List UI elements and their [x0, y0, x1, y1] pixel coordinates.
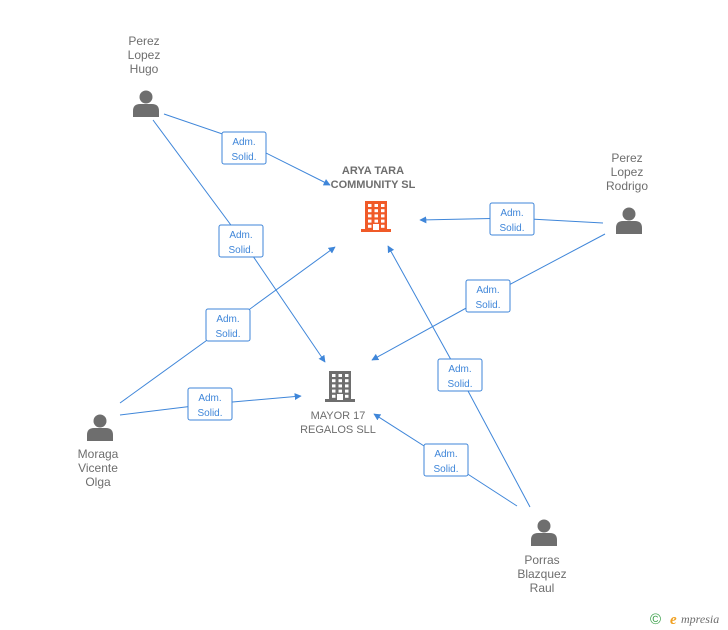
person-name-line: Perez	[128, 34, 159, 48]
role-badge[interactable]: Adm. Solid.	[205, 308, 251, 342]
person-name-line: Vicente	[78, 461, 118, 475]
role-badge-box	[187, 387, 233, 421]
person-icon	[133, 90, 159, 117]
badges-layer: Adm. Solid. Adm. Solid. Adm. Solid. Adm. Solid.…	[187, 131, 535, 477]
person-icon	[531, 519, 557, 546]
building-icon	[325, 371, 355, 402]
role-badge-text: Solid.	[197, 408, 222, 419]
brand-name: mpresia	[681, 612, 719, 626]
person-name-line: Perez	[611, 151, 642, 165]
person-name-line: Rodrigo	[606, 179, 648, 193]
role-badge-box	[489, 202, 535, 236]
role-badge[interactable]: Adm. Solid.	[187, 387, 233, 421]
role-badge[interactable]: Adm. Solid.	[218, 224, 264, 258]
role-badge-text: Solid.	[433, 464, 458, 475]
person-name-line: Blazquez	[517, 567, 566, 581]
role-badge-text: Adm.	[216, 314, 239, 325]
company-name-line: REGALOS SLL	[300, 424, 376, 436]
role-badge-text: Adm.	[448, 364, 471, 375]
role-badge[interactable]: Adm. Solid.	[489, 202, 535, 236]
role-badge[interactable]: Adm. Solid.	[465, 279, 511, 313]
role-badge-text: Adm.	[198, 393, 221, 404]
copyright-symbol: ©	[650, 611, 661, 628]
role-badge-box	[437, 358, 483, 392]
person-name-line: Lopez	[611, 165, 644, 179]
role-badge-text: Adm.	[434, 449, 457, 460]
person-icon	[87, 414, 113, 441]
person-icon	[616, 207, 642, 234]
person-name-line: Olga	[85, 475, 111, 489]
company-name-line: COMMUNITY SL	[331, 179, 416, 191]
brand-initial: e	[670, 612, 677, 628]
role-badge-text: Solid.	[228, 245, 253, 256]
company-name-line: MAYOR 17	[311, 410, 366, 422]
role-badge-box	[218, 224, 264, 258]
role-badge-text: Adm.	[500, 208, 523, 219]
nodes-layer: PerezLopezHugoPerezLopezRodrigoMoragaVic…	[78, 34, 649, 595]
company-node-mayor[interactable]: MAYOR 17 REGALOS SLL	[300, 371, 376, 436]
brand-watermark: © e mpresia	[650, 611, 719, 628]
person-name-line: Lopez	[128, 48, 161, 62]
role-badge-text: Solid.	[231, 152, 256, 163]
role-badge-box	[205, 308, 251, 342]
company-node-arya[interactable]: ARYA TARA COMMUNITY SL	[331, 165, 416, 232]
person-name-line: Raul	[530, 581, 555, 595]
role-badge[interactable]: Adm. Solid.	[437, 358, 483, 392]
company-name-line: ARYA TARA	[342, 165, 404, 177]
role-badge-text: Solid.	[215, 329, 240, 340]
role-badge[interactable]: Adm. Solid.	[423, 443, 469, 477]
role-badge-text: Solid.	[475, 300, 500, 311]
person-name-line: Moraga	[78, 447, 119, 461]
building-icon	[361, 201, 391, 232]
role-badge-text: Adm.	[476, 285, 499, 296]
role-badge-box	[465, 279, 511, 313]
role-badge-text: Adm.	[232, 137, 255, 148]
role-badge-box	[423, 443, 469, 477]
role-badge-text: Solid.	[447, 379, 472, 390]
role-badge-box	[221, 131, 267, 165]
role-badge-text: Solid.	[499, 223, 524, 234]
role-badge[interactable]: Adm. Solid.	[221, 131, 267, 165]
role-badge-text: Adm.	[229, 230, 252, 241]
person-name-line: Hugo	[130, 62, 159, 76]
person-name-line: Porras	[524, 553, 559, 567]
